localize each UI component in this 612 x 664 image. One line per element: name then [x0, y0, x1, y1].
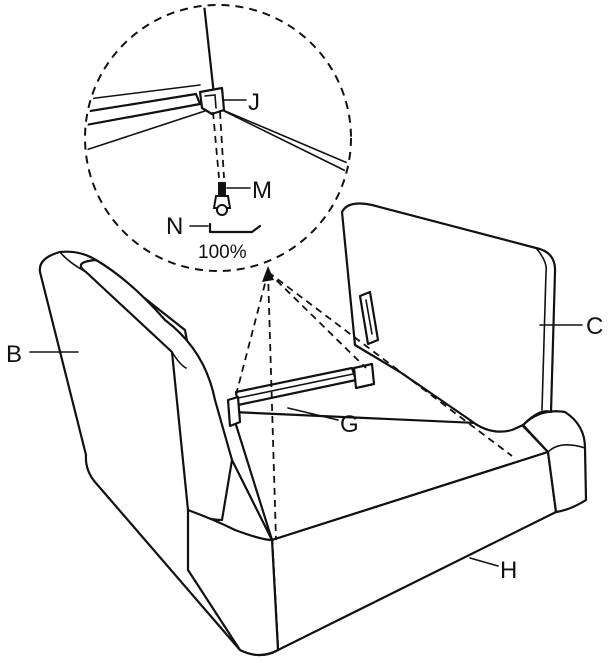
callout-m: M [252, 177, 272, 204]
detail-guide-lines [235, 266, 513, 541]
seat-base-part-h [230, 410, 588, 652]
detail-zoom-circle [84, 4, 352, 272]
callout-b: B [6, 341, 22, 368]
callout-h: H [500, 557, 517, 584]
left-armrest-part-b [38, 250, 280, 657]
back-panel-part-c [340, 202, 557, 433]
callout-c: C [586, 313, 603, 340]
callout-g: G [340, 411, 359, 438]
callout-n: N [166, 213, 183, 240]
scale-label: 100% [198, 242, 247, 263]
front-rail-part-g [226, 362, 376, 428]
callout-j: J [248, 89, 260, 116]
callout-leaders [29, 99, 583, 567]
